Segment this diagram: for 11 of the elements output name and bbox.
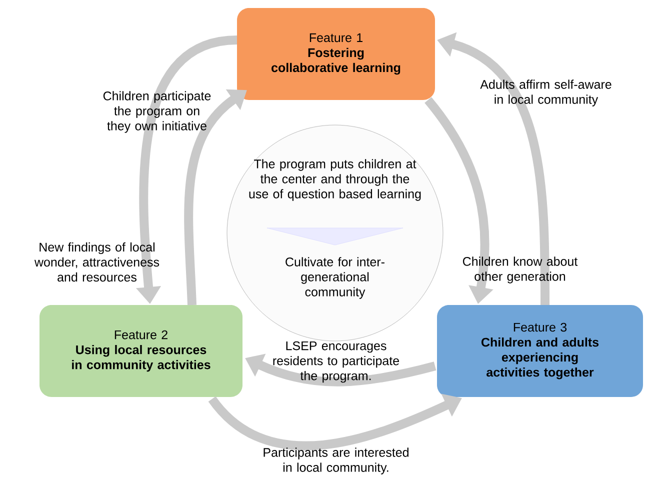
feature-box: Feature 1 Fostering collaborative learning	[237, 8, 435, 100]
edge-label: Children participate the program on they own initiative	[103, 91, 211, 133]
edge-label: Children know about other generation	[462, 256, 578, 284]
edge-label: Adults affirm self-aware in local community	[480, 80, 612, 106]
edge-label: Participants are interested in local community.	[264, 448, 408, 474]
edge-label: LSEP encourages residents to participate the program.	[273, 341, 399, 383]
circle-text: Cultivate for inter-generational community	[286, 257, 384, 299]
feature-box: Feature 2 Using local resources in community activities	[40, 305, 242, 397]
circle-text: The program puts children at the center and through the use of question based learning	[249, 159, 421, 201]
edge-label: New findings of local wonder, attractiveness and resources	[34, 242, 160, 282]
feature-box: Feature 3 Children and adults experiencing activities together	[437, 305, 643, 397]
